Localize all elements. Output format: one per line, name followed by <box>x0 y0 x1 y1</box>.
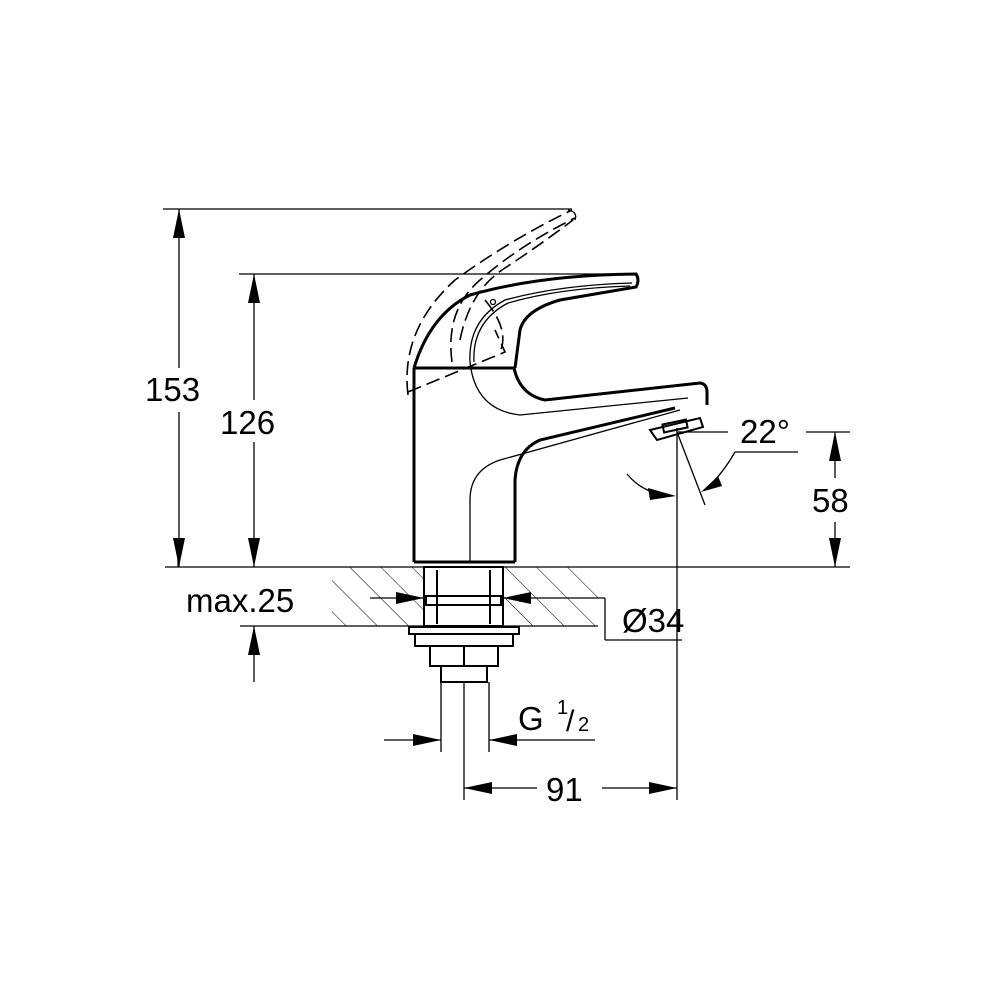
label-max-25: max.25 <box>186 582 294 619</box>
dimension-max-25: max.25 <box>177 555 294 682</box>
label-58: 58 <box>812 482 849 519</box>
label-126: 126 <box>220 404 275 441</box>
dimension-22-degrees: 22° <box>626 413 798 800</box>
label-diameter-34: Ø34 <box>622 602 684 639</box>
label-thread-denominator: 2 <box>578 714 589 736</box>
faucet-body <box>412 361 709 564</box>
mounting-assembly <box>408 566 520 800</box>
dimension-153: 153 <box>145 208 572 567</box>
label-91: 91 <box>546 771 583 808</box>
label-thread-g: G <box>518 700 544 737</box>
dimension-58: 58 <box>678 431 850 567</box>
label-153: 153 <box>145 371 200 408</box>
lever-open-dashed <box>406 209 577 396</box>
label-thread-slash: / <box>566 705 575 738</box>
dimension-126: 126 <box>220 273 636 567</box>
dimension-91: 91 <box>464 771 677 808</box>
lever-closed <box>412 272 640 369</box>
dimension-thread-g-half: G 1 / 2 <box>384 697 595 746</box>
dimension-diameter-34: Ø34 <box>370 592 684 641</box>
label-thread-numerator: 1 <box>557 697 568 719</box>
label-22-degrees: 22° <box>740 413 790 450</box>
